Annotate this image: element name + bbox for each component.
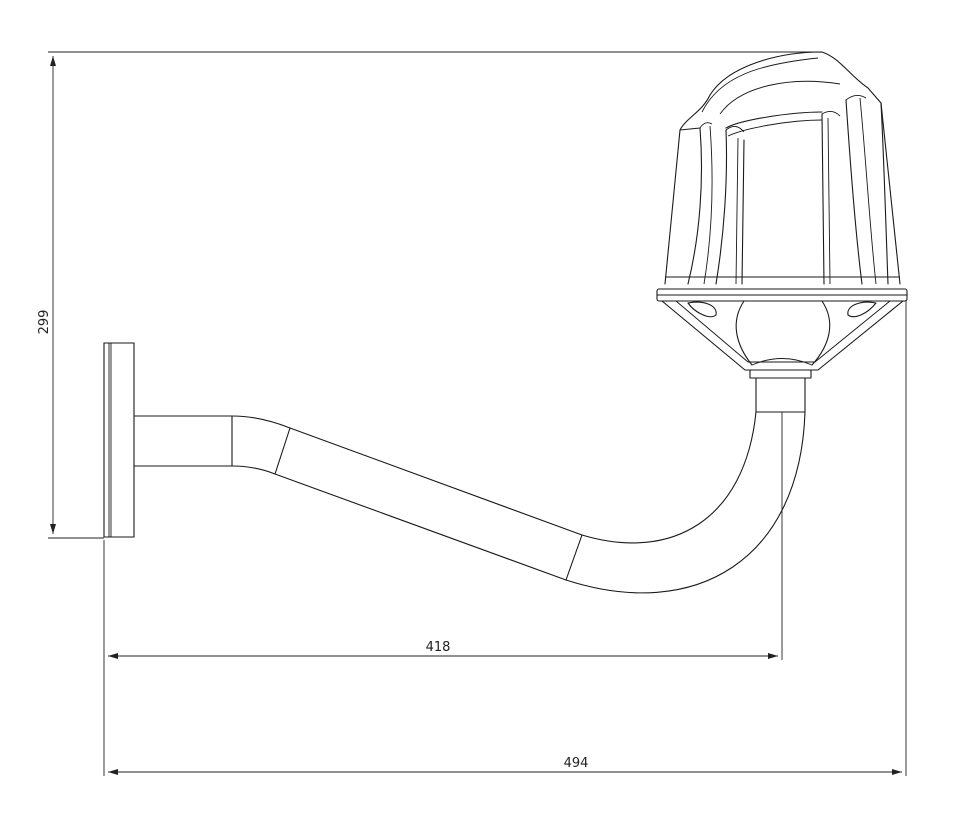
dimension-overall-label: 494 (564, 756, 589, 771)
dimension-reach-label: 418 (426, 640, 451, 655)
lamp-head (656, 51, 908, 371)
dimension-height: 299 (37, 51, 820, 539)
dimension-reach: 418 (103, 412, 783, 776)
wall-plate (103, 342, 135, 538)
dimension-overall: 494 (108, 300, 907, 776)
bracket-arm (133, 369, 812, 594)
dimension-height-label: 299 (37, 310, 52, 335)
